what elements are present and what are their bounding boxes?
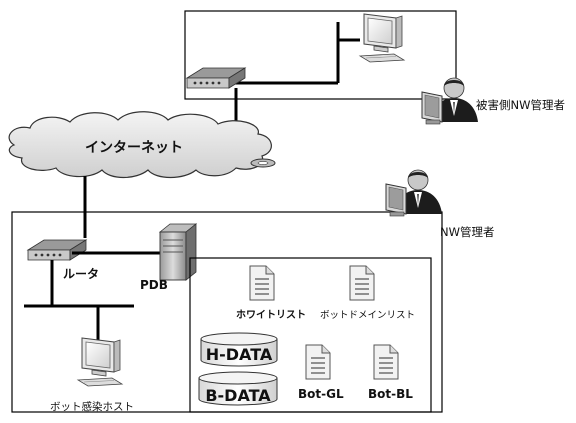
nw-admin-icon[interactable] (385, 169, 443, 217)
victim-pc-icon[interactable] (359, 13, 405, 63)
bot-bl-label: Bot-BL (368, 387, 413, 401)
bot-domain-list-label: ボットドメインリスト (320, 310, 415, 321)
h-data-database-icon[interactable] (200, 332, 278, 367)
router-icon[interactable] (27, 239, 87, 261)
internet-label: インターネット (85, 140, 183, 156)
bot-gl-label: Bot-GL (298, 387, 344, 401)
pdb-server-icon[interactable] (158, 223, 198, 281)
internet-cloud-icon[interactable] (8, 111, 276, 179)
infected-host-pc-icon[interactable] (77, 337, 123, 387)
bot-gl-document-icon[interactable] (305, 344, 331, 380)
h-data-label: H-DATA (206, 345, 273, 364)
victim-router-icon[interactable] (186, 67, 246, 89)
b-data-label: B-DATA (205, 386, 271, 405)
pdb-data-box (189, 257, 432, 413)
victim-network-box (184, 10, 457, 100)
pdb-label: PDB (140, 278, 168, 292)
b-data-database-icon[interactable] (198, 371, 278, 406)
router-label: ルータ (63, 267, 99, 281)
victim-admin-label: 被害側NW管理者 (476, 98, 565, 112)
victim-admin-icon[interactable] (421, 77, 479, 125)
infected-host-label: ボット感染ホスト (50, 400, 134, 413)
whitelist-document-icon[interactable] (249, 265, 275, 301)
whitelist-label: ホワイトリスト (236, 309, 306, 321)
bot-domain-list-document-icon[interactable] (349, 265, 375, 301)
bot-bl-document-icon[interactable] (373, 344, 399, 380)
nw-admin-label: NW管理者 (440, 225, 494, 239)
